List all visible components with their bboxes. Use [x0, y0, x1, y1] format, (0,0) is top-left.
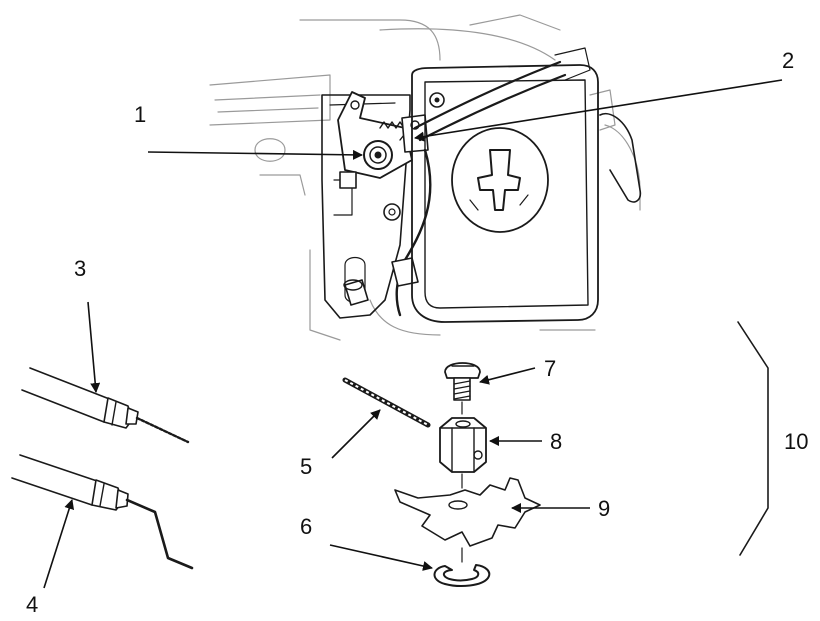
leader-6	[329, 544, 433, 571]
callout-4: 4	[26, 592, 38, 617]
callout-3: 3	[74, 256, 86, 281]
mounting-bracket	[321, 94, 411, 319]
cable-3-inner-wire	[135, 416, 190, 444]
group-bracket	[737, 321, 769, 556]
leader-5	[331, 409, 381, 459]
e-clip-retainer	[433, 564, 491, 587]
bracket-bolt	[383, 203, 401, 221]
toothed-lock-plate	[394, 477, 541, 547]
callout-6: 6	[300, 514, 312, 539]
clamp-screw	[444, 362, 481, 401]
leader-4	[43, 499, 75, 589]
leader-1	[147, 149, 363, 160]
governor-spring	[379, 121, 405, 129]
cable-connector-nut	[439, 417, 487, 473]
control-cable-upper	[413, 60, 562, 130]
leader-2	[414, 79, 783, 142]
air-filter-housing	[411, 64, 599, 323]
air-filter-cover	[451, 127, 549, 233]
cable-4-z-bend-wire	[125, 498, 194, 570]
callout-2: 2	[782, 48, 794, 73]
control-cable-lower	[395, 148, 432, 317]
leader-lines	[43, 79, 783, 589]
leader-7	[479, 367, 536, 385]
callout-5: 5	[300, 454, 312, 479]
leader-3	[87, 301, 101, 393]
callout-1: 1	[134, 102, 146, 127]
callout-10: 10	[784, 429, 808, 454]
wing-nut	[477, 149, 521, 211]
callout-7: 7	[544, 356, 556, 381]
callout-9: 9	[598, 496, 610, 521]
cable-4-bent-end	[11, 454, 194, 570]
clamp-exploded-view	[342, 362, 541, 587]
callout-labels: 1 2 3 4 5 6 7 8 9 10	[26, 48, 808, 617]
callout-8: 8	[550, 429, 562, 454]
engine-handle	[599, 113, 642, 203]
cable-3-straight-end	[21, 367, 190, 444]
engine-assembly	[209, 14, 642, 341]
